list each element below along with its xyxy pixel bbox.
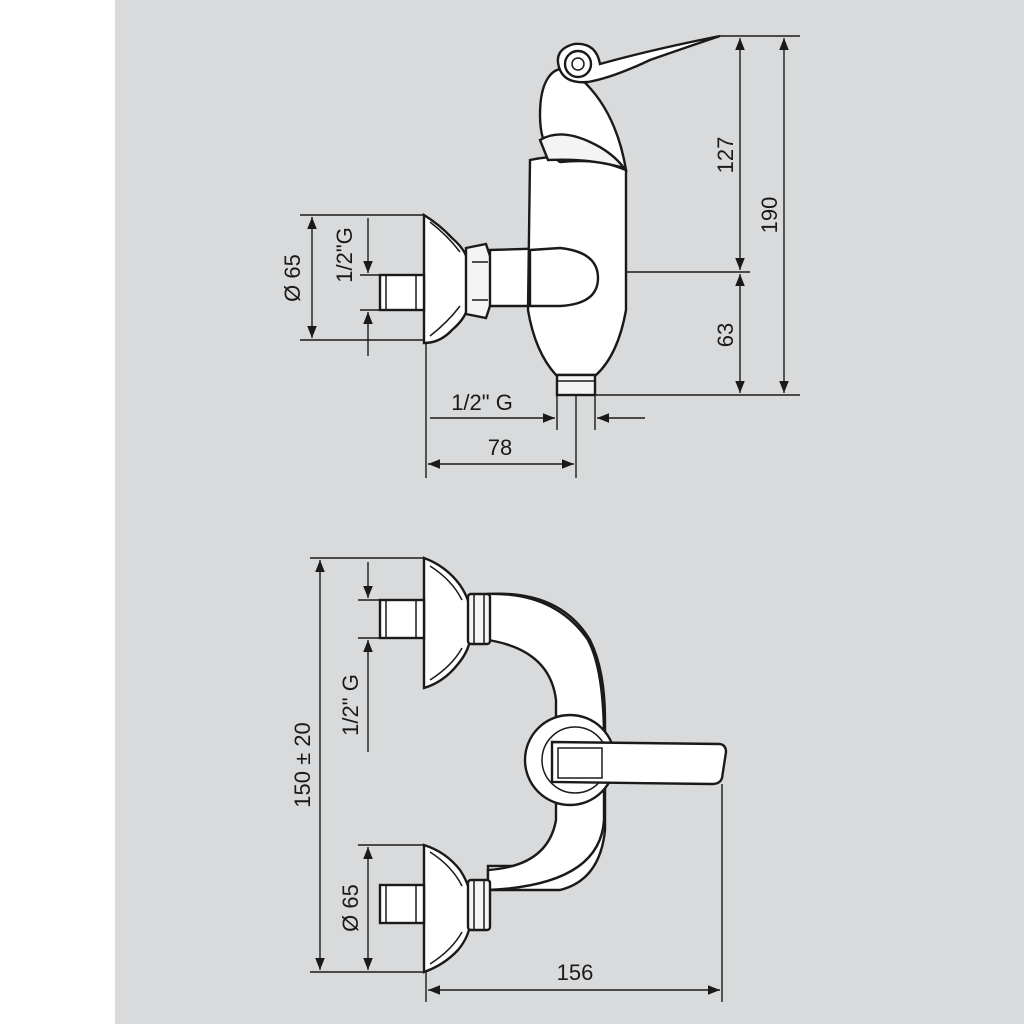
wall-flange xyxy=(422,212,470,345)
upper-flange xyxy=(422,556,472,690)
dim-label-thread-inlet: 1/2"G xyxy=(332,227,357,283)
dim-label-diameter-65-bottom: Ø 65 xyxy=(338,884,363,932)
lower-coupling xyxy=(466,878,492,932)
dim-label-150: 150 ± 20 xyxy=(290,722,315,807)
top-view-dimensions: 150 ± 20 1/2" G Ø 65 156 xyxy=(290,557,723,1002)
lever-pivot-outer xyxy=(563,49,593,79)
u-pipe-body xyxy=(486,592,606,892)
dim-label-diameter-65: Ø 65 xyxy=(280,254,305,302)
dim-label-63: 63 xyxy=(713,323,738,347)
upper-coupling xyxy=(466,592,492,646)
dim-label-156: 156 xyxy=(557,960,594,985)
lever-top-inner xyxy=(557,747,603,779)
connection-nut xyxy=(464,242,494,320)
side-view xyxy=(378,34,721,397)
arm-overlay xyxy=(528,246,600,308)
lever-pivot-inner xyxy=(571,57,585,71)
dim-label-127: 127 xyxy=(713,137,738,174)
lever-top xyxy=(550,740,728,786)
top-view xyxy=(378,556,728,974)
dim-label-thread: 1/2" G xyxy=(338,674,363,736)
dim-label-190: 190 xyxy=(757,197,782,234)
lower-flange xyxy=(422,843,472,974)
lever-cap xyxy=(538,133,628,171)
side-view-dimensions: 127 63 190 Ø 65 1/2"G 1/2" G xyxy=(280,35,800,478)
flange-contour xyxy=(429,221,461,253)
lever-handle xyxy=(556,34,721,84)
dim-label-thread-outlet: 1/2" G xyxy=(451,390,513,415)
dim-label-78: 78 xyxy=(488,435,512,460)
outlet-nipple xyxy=(555,373,597,397)
flange-contour-lower xyxy=(429,305,461,337)
